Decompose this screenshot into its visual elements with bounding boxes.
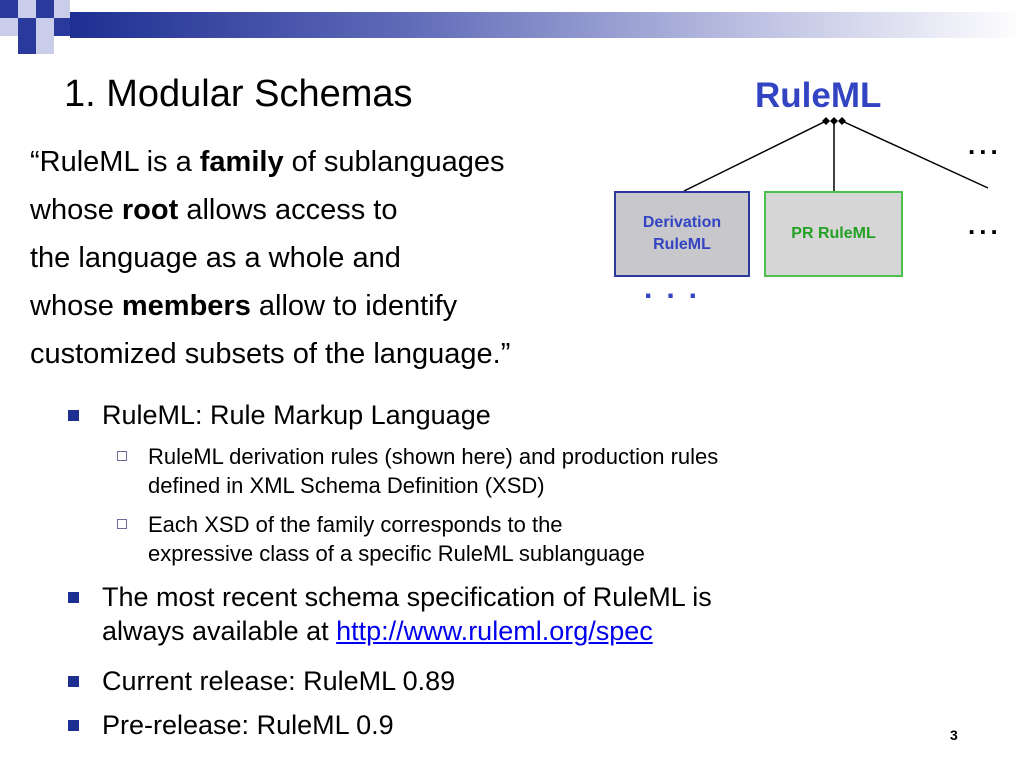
quote-text: of sublanguages (283, 146, 505, 178)
square-bullet-icon (68, 410, 79, 421)
sub-bullet-text: expressive class of a specific RuleML su… (148, 541, 645, 566)
quote-line: customized subsets of the language.” (30, 338, 511, 370)
spec-link[interactable]: http://www.ruleml.org/spec (336, 616, 653, 646)
corner-decoration (54, 0, 70, 18)
quote-text: “RuleML is a (30, 146, 200, 178)
corner-decoration (54, 18, 70, 36)
corner-decoration (0, 0, 18, 18)
derivation-ruleml-box: Derivation RuleML (614, 191, 750, 277)
box-label: Derivation (642, 214, 722, 231)
bullet-text: Current release: RuleML 0.89 (102, 666, 456, 696)
quote-text: whose (30, 290, 122, 322)
quote-bold: members (121, 290, 251, 322)
ellipsis-top-right: ... (968, 130, 1002, 160)
header-gradient-bar (70, 12, 1024, 38)
quote-bold: root (121, 194, 179, 226)
page-number: 3 (950, 727, 958, 743)
sub-bullet-item: Each XSD of the family corresponds to th… (117, 510, 948, 568)
bullet-item: Current release: RuleML 0.89 (68, 664, 982, 698)
slide-title: 1. Modular Schemas (64, 73, 413, 115)
corner-decoration (0, 18, 18, 36)
quote-text: whose (30, 194, 122, 226)
hollow-square-bullet-icon (117, 519, 127, 529)
bullet-text: The most recent schema specification of … (102, 582, 712, 612)
hollow-square-bullet-icon (117, 451, 127, 461)
sub-bullet-item: RuleML derivation rules (shown here) and… (117, 442, 948, 500)
connector-diamond (830, 117, 838, 125)
definition-quote: “RuleML is a family of sublanguages whos… (30, 138, 710, 378)
corner-decoration (18, 18, 36, 36)
bullet-text: RuleML: Rule Markup Language (102, 400, 491, 430)
quote-line: “RuleML is a family of sublanguages (30, 138, 710, 186)
sub-bullet-text: defined in XML Schema Definition (XSD) (148, 473, 545, 498)
sub-bullet-text: RuleML derivation rules (shown here) and… (148, 444, 719, 469)
quote-line: the language as a whole and (30, 242, 401, 274)
quote-line: whose root allows access to (30, 186, 710, 234)
square-bullet-icon (68, 592, 79, 603)
square-bullet-icon (68, 720, 79, 731)
ellipsis-members: ... (644, 272, 712, 305)
bullet-item: RuleML: Rule Markup Language (68, 398, 982, 432)
quote-text: allows access to (178, 194, 398, 226)
corner-decoration (18, 36, 36, 54)
quote-line: whose members allow to identify (30, 282, 710, 330)
ruleml-root-label: RuleML (755, 76, 882, 115)
connector-diamond (838, 117, 846, 125)
quote-bold: family (199, 146, 284, 178)
box-label: RuleML (653, 236, 711, 253)
corner-decoration (36, 18, 54, 36)
sub-bullet-text: Each XSD of the family corresponds to th… (148, 512, 563, 537)
bullet-text: Pre-release: RuleML 0.9 (102, 710, 394, 740)
square-bullet-icon (68, 676, 79, 687)
connector-diamond (822, 117, 830, 125)
bullet-text: always available at http://www.ruleml.or… (102, 614, 982, 648)
bullet-item: Pre-release: RuleML 0.9 (68, 708, 982, 742)
corner-decoration (36, 36, 54, 54)
tree-edge (841, 120, 989, 189)
ellipsis-right: ... (968, 210, 1002, 240)
box-label: PR RuleML (791, 225, 876, 242)
quote-text: allow to identify (250, 290, 458, 322)
bullet-item: The most recent schema specification of … (68, 580, 982, 648)
bullet-text-part: always available at (102, 616, 337, 646)
pr-ruleml-box: PR RuleML (764, 191, 903, 277)
corner-decoration (18, 0, 36, 18)
corner-decoration (36, 0, 54, 18)
